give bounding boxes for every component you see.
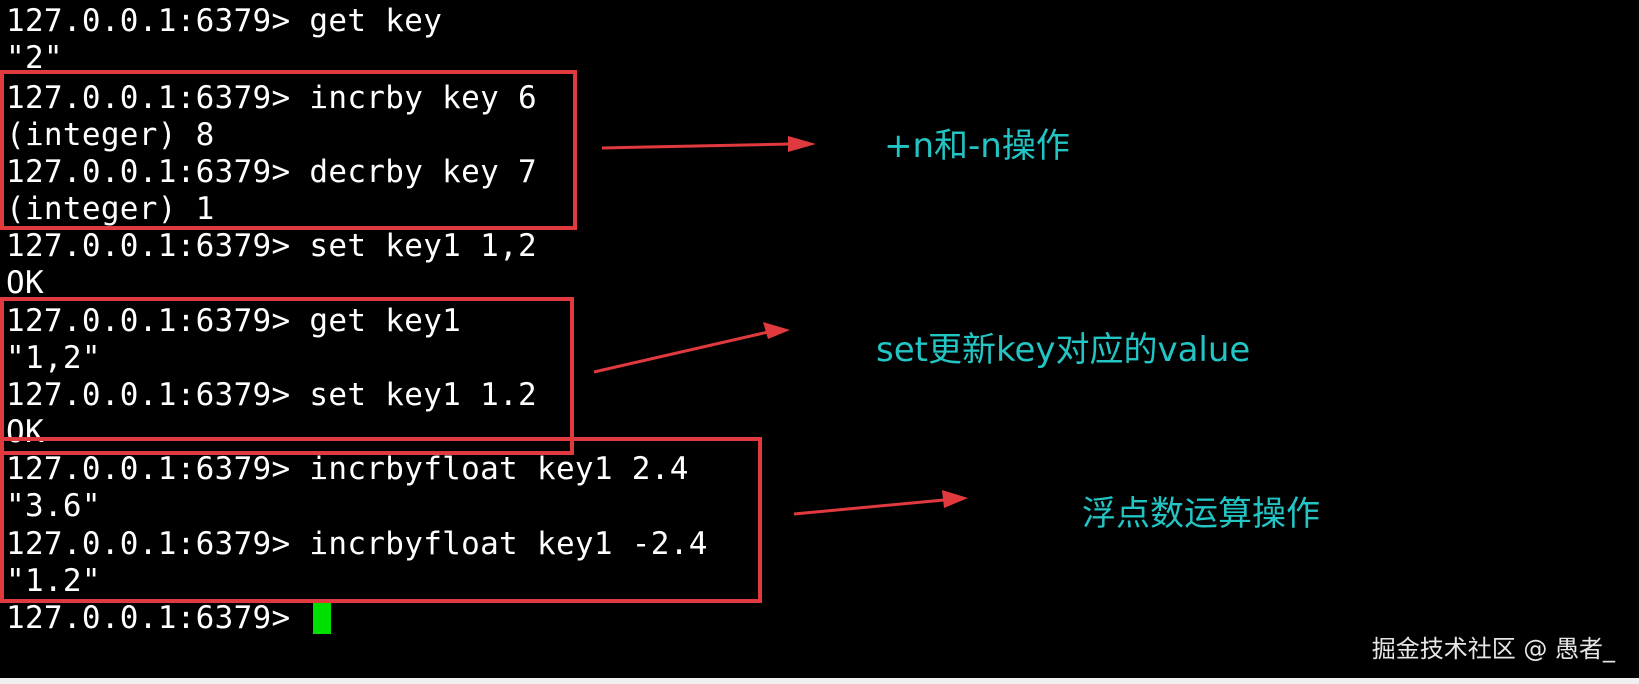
arrow-incrby: [601, 136, 816, 152]
bottom-edge: [0, 678, 1639, 684]
terminal-line: "1,2": [6, 340, 101, 376]
highlight-box-incrbyfloat: [0, 437, 762, 603]
arrow-incrbyfloat: [793, 490, 968, 516]
terminal-line: 127.0.0.1:6379> get key: [6, 3, 443, 39]
annotation-set-update: set更新key对应的value: [876, 330, 1251, 370]
terminal-line: 127.0.0.1:6379> set key1 1.2: [6, 377, 537, 413]
annotation-float-ops: 浮点数运算操作: [1082, 494, 1320, 534]
highlight-box-incrby: [0, 70, 577, 230]
terminal-line: 127.0.0.1:6379> incrbyfloat key1 2.4: [6, 451, 689, 487]
terminal-line: 127.0.0.1:6379> get key1: [6, 303, 462, 339]
terminal-line: "1.2": [6, 563, 101, 599]
terminal-line: 127.0.0.1:6379> incrby key 6: [6, 80, 537, 116]
terminal-line: 127.0.0.1:6379> set key1 1,2: [6, 228, 537, 264]
annotation-incr-decr: +n和-n操作: [884, 126, 1070, 166]
terminal-prompt-line[interactable]: 127.0.0.1:6379>: [6, 600, 332, 637]
arrow-set: [593, 322, 790, 374]
terminal-line: OK: [6, 414, 44, 450]
terminal-line: (integer) 8: [6, 117, 215, 153]
terminal-line: (integer) 1: [6, 191, 215, 227]
highlight-box-set: [0, 297, 574, 455]
terminal-cursor: [313, 600, 332, 634]
terminal-line: 127.0.0.1:6379> decrby key 7: [6, 154, 537, 190]
terminal-line: OK: [6, 265, 44, 301]
watermark: 掘金技术社区 @ 愚者_: [1371, 635, 1615, 663]
terminal-line: "3.6": [6, 488, 101, 524]
terminal-prompt: 127.0.0.1:6379>: [6, 600, 310, 636]
terminal-line: 127.0.0.1:6379> incrbyfloat key1 -2.4: [6, 526, 708, 562]
